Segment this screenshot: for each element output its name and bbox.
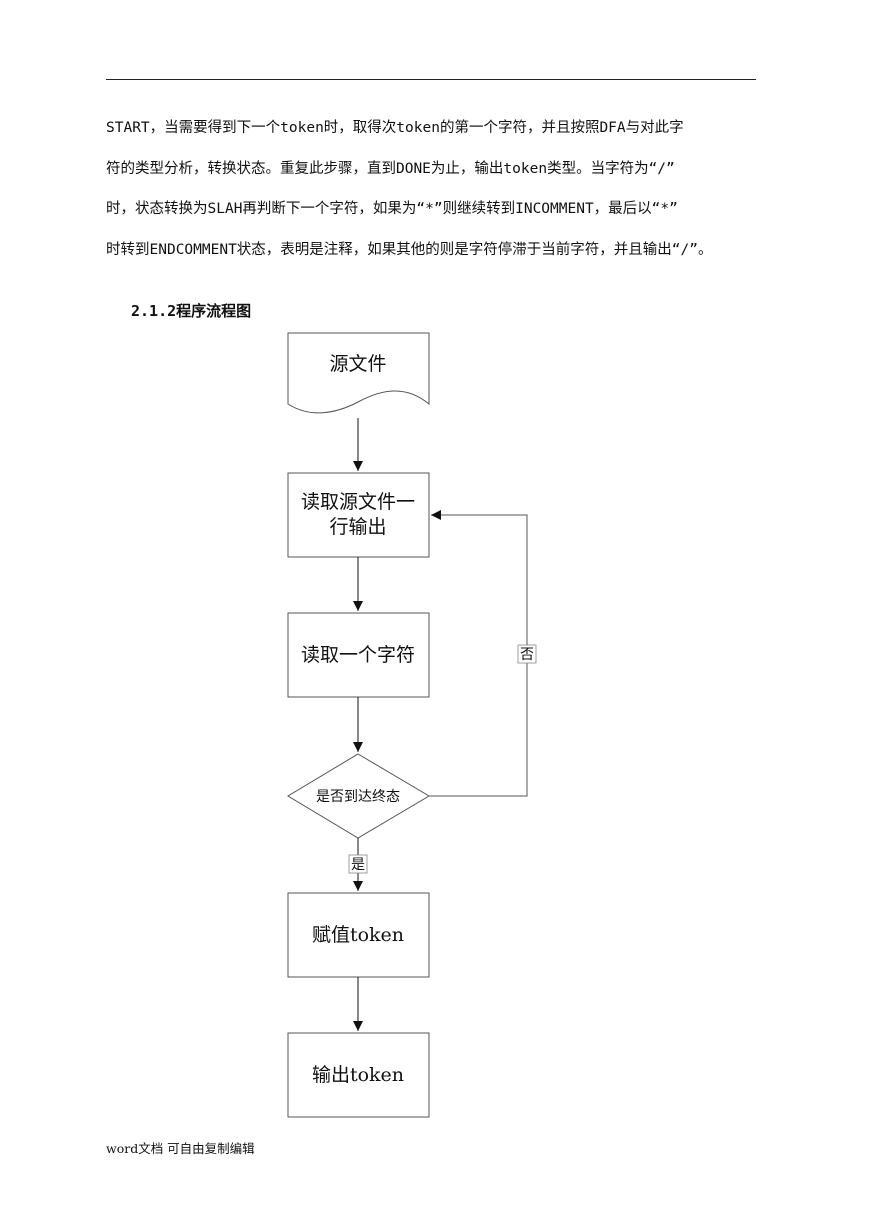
source-file-label: 源文件: [329, 353, 386, 375]
read-line-node: [287, 472, 430, 558]
paragraph-line-1: START，当需要得到下一个token时，取得次token的第一个字符，并且按照…: [106, 120, 684, 136]
read-char-label: 读取一个字符: [301, 644, 415, 666]
section-heading: 2.1.2程序流程图: [131, 302, 252, 320]
source-file-node: [287, 332, 430, 414]
decision-label: 是否到达终态: [316, 789, 400, 805]
no-label-box: [517, 644, 537, 664]
header-rule: [106, 79, 756, 80]
yes-label-box: [348, 854, 368, 874]
read-line-label-1: 读取源文件一: [301, 491, 415, 513]
body-paragraph: START，当需要得到下一个token时，取得次token的第一个字符，并且按照…: [106, 108, 756, 270]
paragraph-line-4: 时转到ENDCOMMENT状态，表明是注释，如果其他的则是字符停滞于当前字符，并…: [106, 241, 713, 258]
read-char-node: [287, 612, 430, 698]
output-token-node: [287, 1032, 430, 1118]
no-label: 否: [520, 647, 534, 663]
paragraph-line-2: 符的类型分析，转换状态。重复此步骤，直到DONE为止，输出token类型。当字符…: [106, 160, 675, 177]
yes-label: 是: [351, 857, 365, 873]
paragraph-line-3: 时，状态转换为SLAH再判断下一个字符，如果为“*”则继续转到INCOMMENT…: [106, 201, 678, 218]
assign-token-node: [287, 892, 430, 978]
footer-note: word文档 可自由复制编辑: [106, 1141, 255, 1156]
output-token-label: 输出token: [312, 1064, 404, 1086]
arrow-no-loop: [429, 510, 528, 797]
assign-token-label: 赋值token: [312, 924, 404, 946]
read-line-label-2: 行输出: [329, 516, 386, 538]
